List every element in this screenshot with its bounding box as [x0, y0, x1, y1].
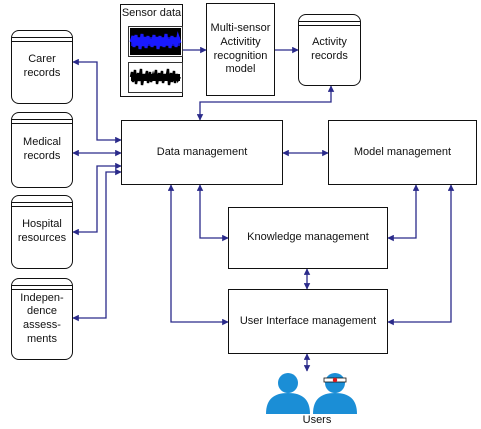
- arrow-independence-data: [72, 168, 122, 322]
- arrow-data-knowledge: [196, 184, 229, 242]
- activity-records-db: Activity records: [298, 14, 361, 86]
- multi-sensor-model-box: Multi-sensor Activitity recognition mode…: [206, 3, 275, 96]
- users-label: Users: [302, 414, 332, 426]
- data-management-box: Data management: [121, 120, 283, 185]
- multi-sensor-model-label: Multi-sensor Activitity recognition mode…: [210, 22, 271, 76]
- user-person-icon: [266, 373, 310, 414]
- model-management-box: Model management: [328, 120, 477, 185]
- knowledge-management-box: Knowledge management: [228, 207, 388, 269]
- sensor-signal-blue: [128, 26, 183, 57]
- hospital-resources-db: Hospital resources: [11, 195, 73, 269]
- hospital-resources-label: Hospital resources: [17, 218, 67, 244]
- arrow-carer-data: [72, 58, 122, 144]
- sensor-signal-black: [128, 62, 183, 93]
- independence-assessments-db: Indepen- dence assess- ments: [11, 278, 73, 360]
- medical-records-db: Medical records: [11, 112, 73, 188]
- ui-management-box: User Interface management: [228, 289, 388, 354]
- user-with-headset-icon: [313, 373, 357, 414]
- medical-records-label: Medical records: [23, 136, 61, 162]
- sensor-data-box: Sensor data: [120, 4, 183, 97]
- knowledge-management-label: Knowledge management: [247, 231, 369, 244]
- carer-records-db: Carer records: [11, 30, 73, 104]
- arrow-hospital-data: [72, 162, 122, 236]
- activity-records-label: Activity records: [311, 36, 348, 62]
- sensor-data-title: Sensor data: [121, 7, 182, 19]
- data-management-label: Data management: [156, 145, 248, 158]
- arrow-data-ui: [167, 184, 229, 326]
- arrow-activity-data: [196, 85, 335, 121]
- ui-management-label: User Interface management: [239, 314, 377, 327]
- arrow-model-knowledge: [387, 184, 420, 242]
- independence-assessments-label: Indepen- dence assess- ments: [20, 291, 64, 345]
- model-management-label: Model management: [353, 145, 452, 158]
- users-icon: [266, 373, 357, 414]
- carer-records-label: Carer records: [23, 53, 61, 79]
- arrow-model-ui: [387, 184, 455, 326]
